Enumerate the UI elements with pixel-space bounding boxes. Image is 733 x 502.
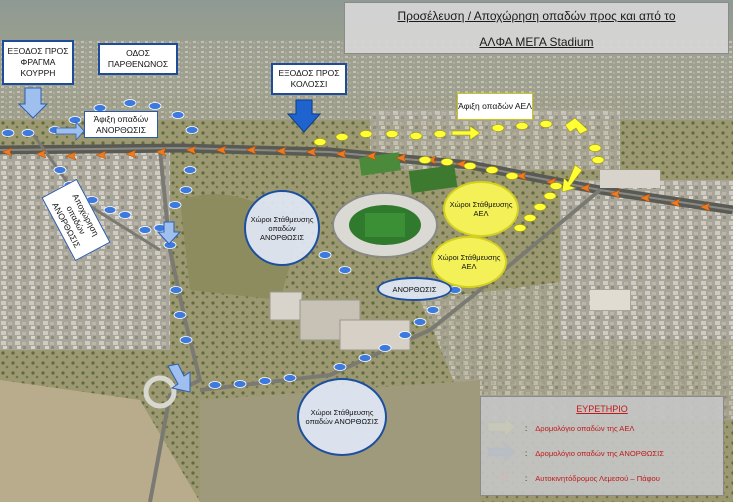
ael-arrow-bend-icon	[564, 117, 589, 135]
legend-item-ael-text: Δρομολόγιο οπαδών της ΑΕΛ	[535, 423, 635, 433]
kolossi-exit-arrow-icon	[286, 99, 322, 133]
legend-item-ael: : Δρομολόγιο οπαδών της ΑΕΛ	[525, 423, 635, 433]
exit-kolossi-label: ΕΞΟΔΟΣ ΠΡΟΣ ΚΟΛΟΣΣΙ	[271, 63, 347, 95]
ael-route	[313, 120, 605, 232]
title-line-2: ΑΛΦΑ ΜΕΓΑ Stadium	[479, 35, 594, 49]
legend-item-anorthosis-text: Δρομολόγιο οπαδών της ΑΝΟΡΘΩΣΙΣ	[535, 448, 664, 458]
anorthosis-route	[1, 99, 462, 389]
map-title: Προσέλευση / Αποχώρηση οπαδών προς και α…	[344, 2, 729, 54]
stadium	[332, 192, 438, 258]
arrival-anorthosis-label: Άφιξη οπαδών ΑΝΟΡΘΩΣΙΣ	[84, 111, 158, 138]
legend: ΕΥΡΕΤΗΡΙΟ : Δρομολόγιο οπαδών της ΑΕΛ : …	[480, 396, 724, 496]
legend-item-anorthosis: : Δρομολόγιο οπαδών της ΑΝΟΡΘΩΣΙΣ	[525, 448, 664, 458]
anorthosis-arrow-corner-icon	[167, 363, 191, 393]
legend-item-motorway: : Αυτοκινητόδρομος Λεμεσού – Πάφου	[525, 473, 660, 483]
arrival-pointer-icon	[55, 120, 85, 142]
arrival-ael-label: Άφιξη οπαδών ΑΕΛ	[457, 93, 533, 120]
anorthosis-arrow-down-icon	[156, 221, 182, 245]
ael-arrow-right-icon	[451, 125, 481, 141]
parking-anorthosis-south: Χώροι Στάθμευσης οπαδών ΑΝΟΡΘΩΣΙΣ	[297, 378, 387, 456]
title-line-1: Προσέλευση / Αποχώρηση οπαδών προς και α…	[397, 9, 676, 23]
legend-item-motorway-text: Αυτοκινητόδρομος Λεμεσού – Πάφου	[535, 473, 660, 483]
kourri-exit-arrow-icon	[17, 87, 49, 119]
ael-arrow-down-icon	[561, 164, 583, 193]
anorthosis-tag: ΑΝΟΡΘΩΣΙΣ	[377, 277, 452, 301]
parking-ael-lower: Χώροι Στάθμευσης ΑΕΛ	[431, 236, 507, 288]
exit-kourri-label: ΕΞΟΔΟΣ ΠΡΟΣ ΦΡΑΓΜΑ ΚΟΥΡΡΗ	[2, 40, 74, 85]
parking-anorthosis-north: Χώροι Στάθμευσης οπαδών ΑΝΟΡΘΩΣΙΣ	[244, 190, 320, 266]
odos-parthenonos-label: ΟΔΟΣ ΠΑΡΘΕΝΩΝΟΣ	[98, 43, 178, 75]
parking-ael-upper: Χώροι Στάθμευσης ΑΕΛ	[443, 181, 519, 237]
legend-title: ΕΥΡΕΤΗΡΙΟ	[576, 404, 628, 414]
